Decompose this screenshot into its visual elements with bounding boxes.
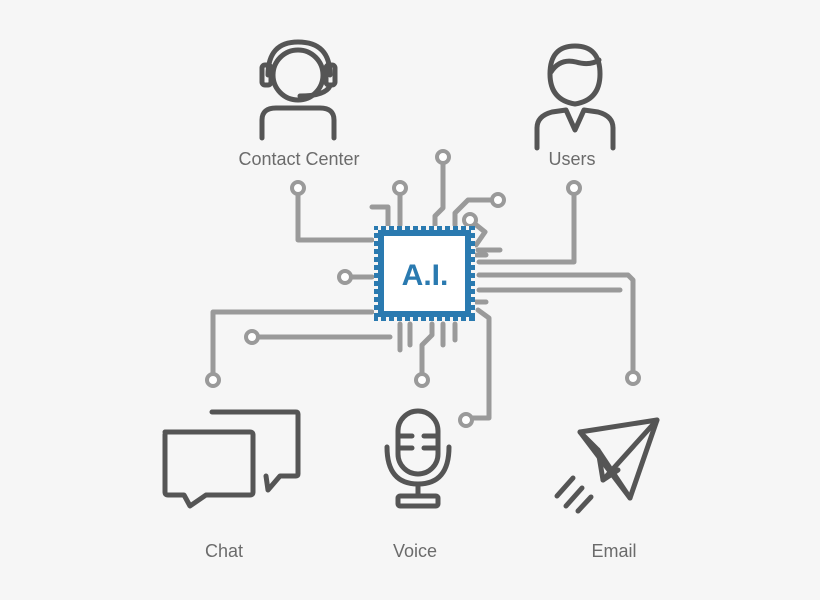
headset-agent-icon — [259, 39, 338, 141]
chat-label: Chat — [204, 541, 244, 561]
paper-plane-icon — [554, 417, 660, 514]
email-label: Email — [591, 541, 637, 561]
circuit-terminals — [205, 149, 641, 428]
microphone-icon — [384, 408, 452, 509]
user-icon — [534, 43, 616, 151]
contact-center-label: Contact Center — [238, 149, 360, 169]
voice-label: Voice — [392, 541, 438, 561]
chat-bubbles-icon — [162, 409, 301, 509]
ai-chip: A.I. — [374, 226, 475, 321]
users-label: Users — [548, 149, 596, 169]
chip-label: A.I. — [402, 259, 449, 292]
